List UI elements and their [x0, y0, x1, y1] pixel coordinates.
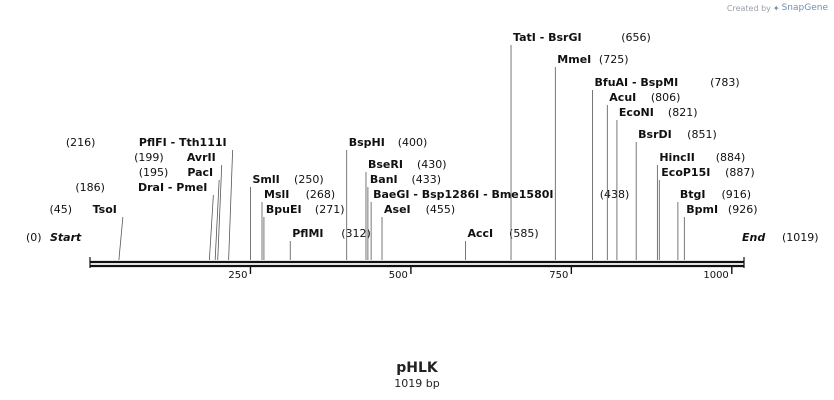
site-position: (199): [134, 151, 164, 164]
credit-prefix: Created by: [726, 3, 771, 13]
restriction-site: BspHI (400): [346, 136, 428, 260]
site-position: (916): [721, 188, 751, 201]
site-position: (725): [599, 53, 629, 66]
site-position: (268): [306, 188, 336, 201]
restriction-site: DraI - PmeI (186): [75, 181, 214, 261]
site-name: AseI: [384, 203, 411, 216]
restriction-site: HincII (884): [656, 151, 746, 260]
restriction-site: SmlI (250): [250, 173, 324, 260]
site-position: (851): [687, 128, 717, 141]
map-length: 1019 bp: [394, 377, 440, 390]
site-position: (400): [398, 136, 428, 149]
restriction-site: BanI (433): [367, 173, 442, 260]
site-name: AccI: [467, 227, 493, 240]
site-name: BanI: [370, 173, 398, 186]
end-position: (1019): [782, 231, 819, 244]
restriction-site: BpuEI (271): [263, 203, 345, 260]
start-position: (0): [26, 231, 42, 244]
site-name: DraI - PmeI: [138, 181, 207, 194]
site-position: (887): [725, 166, 755, 179]
restriction-site: BfuAI - BspMI (783): [592, 76, 740, 260]
site-leader-line: [228, 149, 234, 261]
restriction-site: MslI (268): [261, 188, 336, 260]
site-position: (216): [66, 136, 96, 149]
restriction-site: PflMI (312): [289, 227, 371, 260]
site-name: BfuAI - BspMI: [595, 76, 679, 89]
site-name: BpmI: [686, 203, 718, 216]
site-name: MmeI: [557, 53, 591, 66]
tick-label: 500: [389, 270, 408, 281]
site-name: BseRI: [368, 158, 403, 171]
restriction-site: PflFI - Tth111I (216): [66, 136, 234, 261]
site-name: TsoI: [93, 203, 117, 216]
start-label: Start: [50, 231, 82, 244]
end-label: End: [742, 231, 765, 244]
restriction-site: PacI (195): [139, 166, 220, 261]
site-position: (884): [716, 151, 746, 164]
site-position: (195): [139, 166, 169, 179]
restriction-site: AcuI (806): [606, 91, 681, 260]
site-position: (926): [728, 203, 758, 216]
site-name: HincII: [659, 151, 695, 164]
site-name: PflFI - Tth111I: [139, 136, 227, 149]
restriction-site: TatI - BsrGI (656): [510, 31, 651, 260]
site-name: PacI: [187, 166, 213, 179]
restriction-site: AvrII (199): [134, 151, 223, 261]
site-name: BpuEI: [266, 203, 302, 216]
restriction-site: EcoP15I (887): [658, 166, 755, 260]
site-position: (585): [509, 227, 539, 240]
site-position: (656): [621, 31, 651, 44]
site-position: (250): [294, 173, 324, 186]
restriction-site: BsrDI (851): [635, 128, 717, 260]
site-name: BtgI: [680, 188, 706, 201]
site-position: (821): [668, 106, 698, 119]
restriction-site: AccI (585): [465, 227, 539, 260]
site-position: (271): [315, 203, 345, 216]
restriction-site: EcoNI (821): [616, 106, 698, 260]
site-name: AvrII: [187, 151, 216, 164]
site-name: BsrDI: [638, 128, 672, 141]
site-position: (433): [412, 173, 442, 186]
site-position: (430): [417, 158, 447, 171]
tick-label: 750: [549, 270, 568, 281]
restriction-site: BtgI (916): [677, 188, 751, 260]
site-name: AcuI: [609, 91, 636, 104]
restriction-site: AseI (455): [381, 203, 456, 260]
site-position: (783): [710, 76, 740, 89]
credit-brand: SnapGene: [781, 3, 828, 13]
snapgene-logo-icon: ✦: [772, 3, 780, 13]
position-ticks: 250 500 750 1000: [228, 267, 733, 281]
snapgene-credit: Created by ✦ SnapGene: [727, 3, 828, 13]
site-name: BaeGI - Bsp1286I - Bme1580I: [373, 188, 553, 201]
site-leader-line: [214, 179, 220, 261]
site-position: (455): [426, 203, 456, 216]
site-position: (45): [49, 203, 72, 216]
site-position: (438): [600, 188, 630, 201]
site-name: BspHI: [349, 136, 385, 149]
restriction-site: TsoI (45): [49, 203, 124, 261]
sequence-backbone: (0) Start End (1019): [26, 231, 819, 268]
site-name: MslI: [264, 188, 289, 201]
site-position: (312): [341, 227, 371, 240]
restriction-site: BseRI (430): [365, 158, 447, 260]
site-position: (186): [75, 181, 105, 194]
restriction-site: BpmI (926): [683, 203, 758, 260]
site-leader-line: [208, 194, 214, 261]
tick-label: 1000: [703, 270, 728, 281]
site-name: EcoP15I: [661, 166, 710, 179]
site-name: PflMI: [292, 227, 323, 240]
restriction-sites: TsoI (45) DraI - PmeI (186) PacI (195) AvrII (1…: [49, 31, 758, 261]
tick-label: 250: [228, 270, 247, 281]
site-leader-line: [118, 216, 124, 261]
restriction-site: MmeI (725): [554, 53, 629, 260]
site-name: EcoNI: [619, 106, 654, 119]
site-name: SmlI: [252, 173, 279, 186]
site-name: TatI - BsrGI: [513, 31, 582, 44]
map-title: pHLK: [396, 360, 438, 376]
site-leader-line: [217, 164, 223, 261]
restriction-site: BaeGI - Bsp1286I - Bme1580I (438): [370, 188, 630, 260]
site-position: (806): [651, 91, 681, 104]
